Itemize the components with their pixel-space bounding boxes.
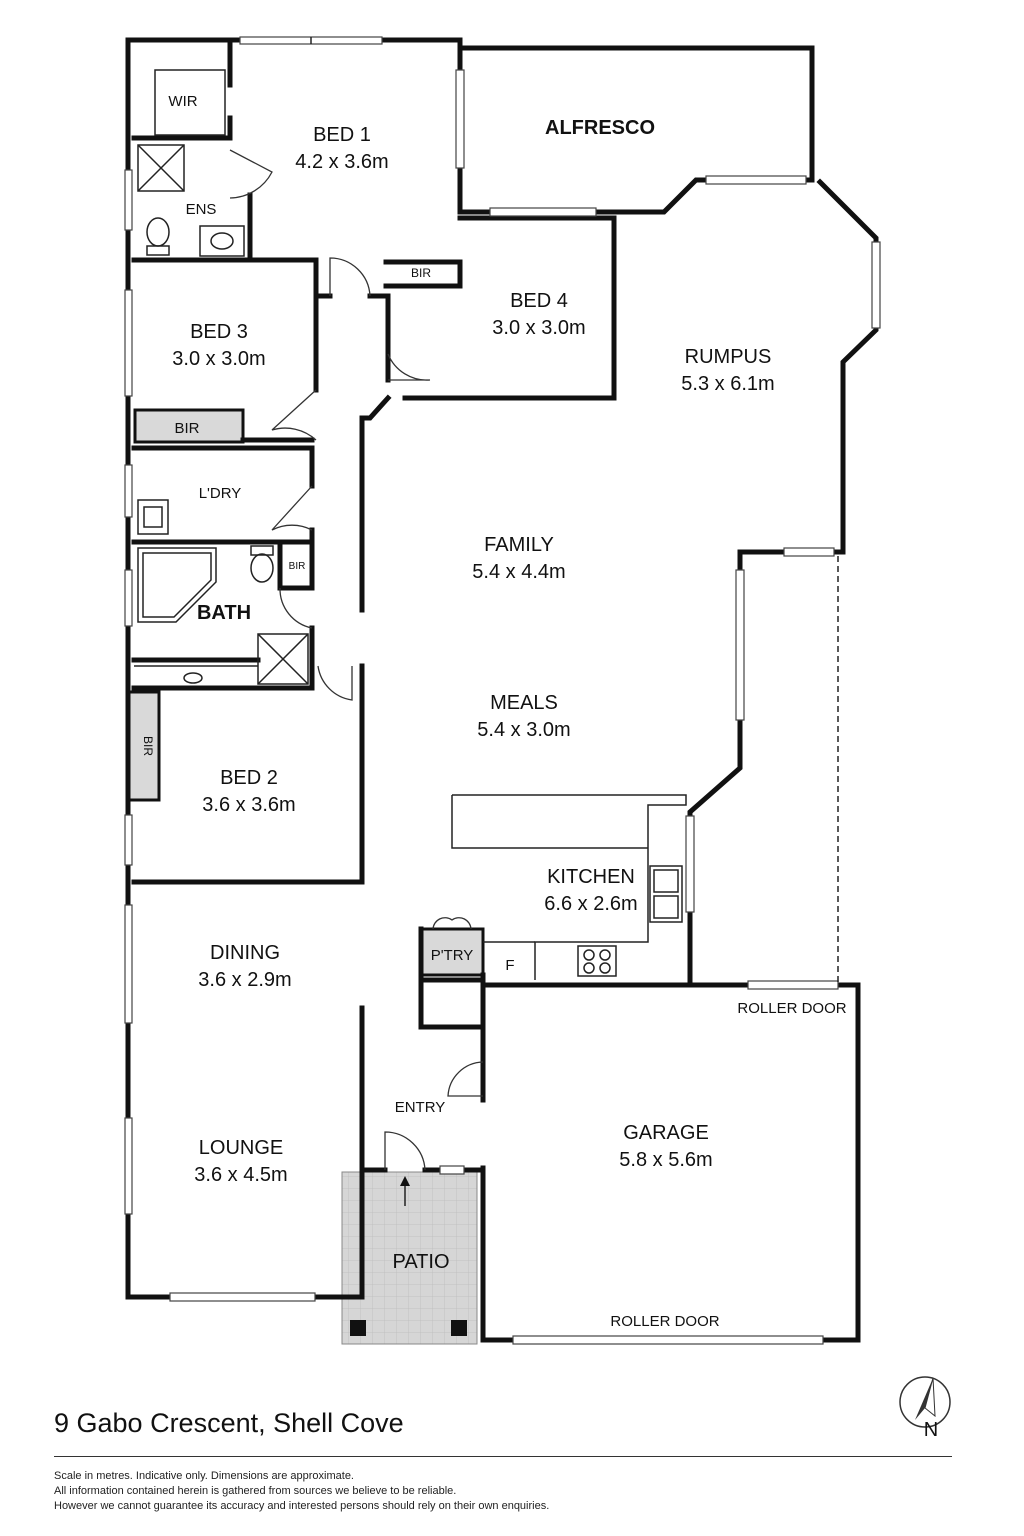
ens-label: ENS [186, 201, 217, 218]
bed1-size: 4.2 x 3.6m [295, 151, 388, 173]
fixtures [134, 69, 687, 1206]
roller-door-bottom-label: ROLLER DOOR [610, 1313, 719, 1330]
rumpus-label: RUMPUS [685, 346, 772, 368]
bed4-label: BED 4 [510, 290, 568, 312]
disclaimer-line: All information contained herein is gath… [54, 1485, 457, 1497]
wir-label: WIR [168, 93, 197, 110]
bir-bed3-label: BIR [174, 420, 199, 437]
bir-bath-label: BIR [289, 561, 306, 572]
cooktop [577, 945, 617, 977]
disclaimer-line: However we cannot guarantee its accuracy… [54, 1500, 550, 1512]
laundry-label: L'DRY [199, 485, 242, 502]
laundry-tub [137, 499, 169, 535]
meals-label: MEALS [490, 692, 558, 714]
family-size: 5.4 x 4.4m [472, 561, 565, 583]
doors [229, 149, 484, 1171]
floor-plan: WIR BED 1 4.2 x 3.6m ALFRESCO ENS BIR BE… [124, 36, 881, 1345]
bed3-label: BED 3 [190, 321, 248, 343]
ensuite-basin [199, 225, 245, 257]
patio-post [451, 1320, 467, 1336]
kitchen-size: 6.6 x 2.6m [544, 893, 637, 915]
lounge-label: LOUNGE [199, 1137, 283, 1159]
rumpus-size: 5.3 x 6.1m [681, 373, 774, 395]
patio-label: PATIO [392, 1251, 449, 1273]
ensuite-toilet [146, 217, 170, 247]
fridge-label: F [505, 957, 514, 974]
compass-letter: N [924, 1419, 938, 1441]
windows [124, 36, 881, 1345]
bed2-size: 3.6 x 3.6m [202, 794, 295, 816]
bath-basin [183, 672, 203, 684]
bir-bed4-label: BIR [411, 266, 431, 280]
property-address: 9 Gabo Crescent, Shell Cove [54, 1408, 404, 1438]
entry-label: ENTRY [395, 1099, 446, 1116]
kitchen-label: KITCHEN [547, 866, 635, 888]
dining-label: DINING [210, 942, 280, 964]
garage-label: GARAGE [623, 1122, 709, 1144]
bed1-label: BED 1 [313, 124, 371, 146]
patio-post [350, 1320, 366, 1336]
roller-door-top-label: ROLLER DOOR [737, 1000, 846, 1017]
bed2-label: BED 2 [220, 767, 278, 789]
ensuite-shower [137, 144, 185, 192]
pantry-label: P'TRY [431, 947, 474, 964]
bath-toilet [250, 553, 274, 583]
meals-size: 5.4 x 3.0m [477, 719, 570, 741]
dining-size: 3.6 x 2.9m [198, 969, 291, 991]
footer-divider [54, 1456, 952, 1457]
garage-size: 5.8 x 5.6m [619, 1149, 712, 1171]
bath-shower [257, 633, 309, 685]
bath-label: BATH [197, 602, 251, 624]
bath-tub [137, 547, 217, 623]
bir-bed2-cupboard [127, 690, 161, 802]
lounge-size: 3.6 x 4.5m [194, 1164, 287, 1186]
bed4-size: 3.0 x 3.0m [492, 317, 585, 339]
bir-bed3-cupboard [133, 408, 245, 444]
north-arrow-icon: N [899, 1376, 951, 1441]
disclaimer-line: Scale in metres. Indicative only. Dimens… [54, 1470, 354, 1482]
bir-bed2-label: BIR [141, 736, 155, 756]
family-label: FAMILY [484, 534, 554, 556]
pantry-cupboard [419, 927, 485, 977]
alfresco-label: ALFRESCO [545, 117, 655, 139]
disclaimer: Scale in metres. Indicative only. Dimens… [54, 1469, 549, 1514]
kitchen-sink [649, 865, 683, 923]
bed3-size: 3.0 x 3.0m [172, 348, 265, 370]
